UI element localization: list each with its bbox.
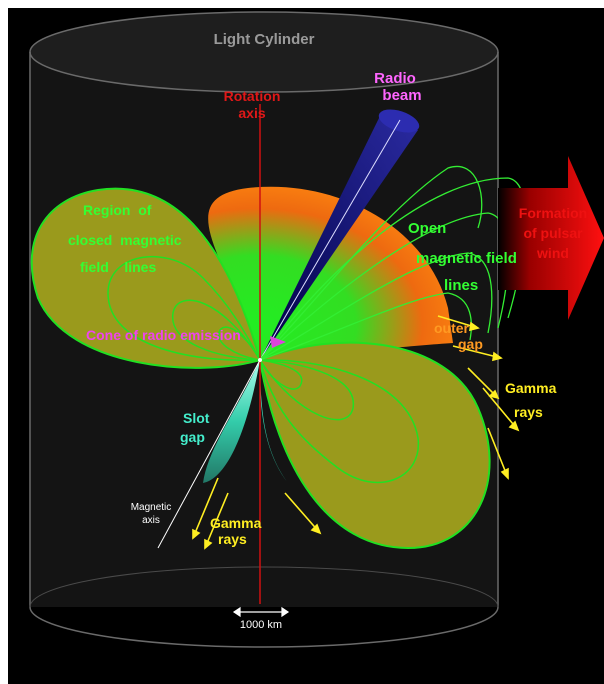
radio-beam-label-2: beam <box>382 87 421 104</box>
gamma-bottom-label-2: rays <box>218 531 247 547</box>
open-lines-label-1: Open <box>408 220 446 237</box>
radio-beam-label-1: Radio <box>374 70 416 87</box>
open-lines-label-3: lines <box>444 277 478 294</box>
closed-field-region-upper <box>30 187 262 369</box>
magnetic-axis-line <box>157 359 261 549</box>
scale-label: 1000 km <box>240 619 282 631</box>
cone-marker <box>270 336 286 348</box>
diagram-frame: Light Cylinder Rotation axis Radio beam … <box>8 8 604 684</box>
formation-label-1: Formation <box>519 205 587 221</box>
slot-gap-label-1: Slot <box>183 410 210 426</box>
outer-gap-label-2: gap <box>458 336 483 352</box>
open-field-region <box>208 186 453 360</box>
scale-bar <box>232 606 290 618</box>
closed-field-region-lower <box>258 341 491 550</box>
pulsar-star <box>258 358 262 362</box>
gamma-right-label-2: rays <box>514 404 543 420</box>
rotation-axis-label-2: axis <box>238 105 265 121</box>
closed-region-label-1: Region of <box>83 202 152 218</box>
outer-gap-label-1: outer <box>434 320 470 336</box>
magnetic-axis-label-1: Magnetic <box>131 502 172 513</box>
light-cylinder-label: Light Cylinder <box>214 31 315 48</box>
closed-region-label-3: field lines <box>80 259 156 275</box>
magnetic-axis-label-2: axis <box>142 515 160 526</box>
open-lines-label-2: magnetic field <box>416 250 517 267</box>
rotation-axis-label-1: Rotation <box>224 88 281 104</box>
slot-gap-label-2: gap <box>180 429 205 445</box>
cone-label: Cone of radio emission <box>86 327 241 343</box>
slot-gap <box>203 360 288 483</box>
pulsar-diagram: Light Cylinder Rotation axis Radio beam … <box>29 11 604 648</box>
gamma-ray-arrows <box>192 315 520 550</box>
formation-label-2: of pulsar <box>523 225 583 241</box>
pulsar-wind-arrow <box>498 156 604 320</box>
formation-label-3: wind <box>536 245 569 261</box>
gamma-right-label-1: Gamma <box>505 380 557 396</box>
gamma-bottom-label-1: Gamma <box>210 515 262 531</box>
radio-beam <box>259 109 420 361</box>
closed-region-label-2: closed magnetic <box>68 232 182 248</box>
